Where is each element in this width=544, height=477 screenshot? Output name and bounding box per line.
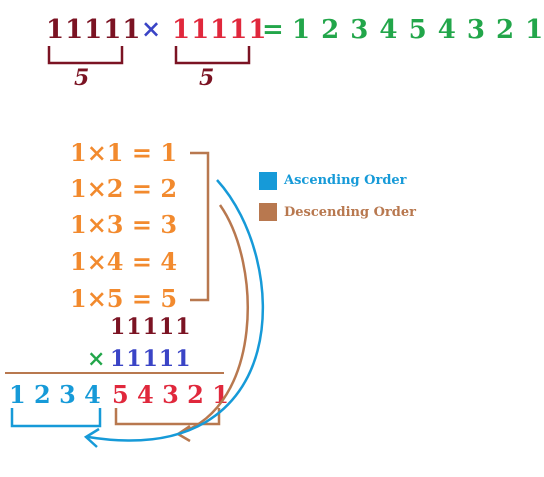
descending-arrow bbox=[179, 204, 249, 435]
multiply-sign-top: × bbox=[141, 14, 162, 43]
diagram-strokes bbox=[5, 46, 265, 448]
ascending-arrow bbox=[87, 179, 265, 442]
multiplicand: 11111 bbox=[110, 314, 192, 340]
pattern-row-1: 1×1 = 1 bbox=[70, 138, 178, 167]
multiply-sign-bottom: × bbox=[87, 346, 106, 372]
pattern-row-3: 1×3 = 3 bbox=[70, 210, 178, 239]
diagram-canvas: 11111 × 11111 = 1 2 3 4 5 4 3 2 1 5 5 1×… bbox=[5, 14, 543, 448]
equals-sign: = bbox=[262, 15, 284, 45]
legend-label-ascending: Ascending Order bbox=[284, 173, 407, 188]
digit-count-b: 5 bbox=[199, 65, 215, 91]
bracket-factor-a bbox=[47, 46, 124, 65]
multiplier: 11111 bbox=[110, 346, 192, 372]
ascending-arrowhead bbox=[83, 427, 100, 448]
bracket-pattern bbox=[190, 151, 210, 302]
factor-a: 11111 bbox=[46, 15, 142, 45]
pattern-row-5: 1×5 = 5 bbox=[70, 284, 178, 313]
ascending-digits: 1 2 3 4 bbox=[9, 380, 101, 409]
factor-b: 11111 bbox=[172, 15, 268, 45]
bracket-descending bbox=[114, 408, 221, 426]
pattern-row-4: 1×4 = 4 bbox=[70, 247, 178, 276]
legend-label-descending: Descending Order bbox=[284, 205, 416, 220]
product-result: 1 2 3 4 5 4 3 2 1 bbox=[292, 15, 544, 45]
digit-count-a: 5 bbox=[74, 65, 90, 91]
bracket-ascending bbox=[10, 408, 102, 428]
descending-digits: 5 4 3 2 1 bbox=[112, 380, 229, 409]
legend-swatch-descending bbox=[259, 203, 277, 221]
bracket-factor-b bbox=[174, 46, 251, 65]
pattern-row-2: 1×2 = 2 bbox=[70, 174, 178, 203]
legend-swatch-ascending bbox=[259, 172, 277, 190]
